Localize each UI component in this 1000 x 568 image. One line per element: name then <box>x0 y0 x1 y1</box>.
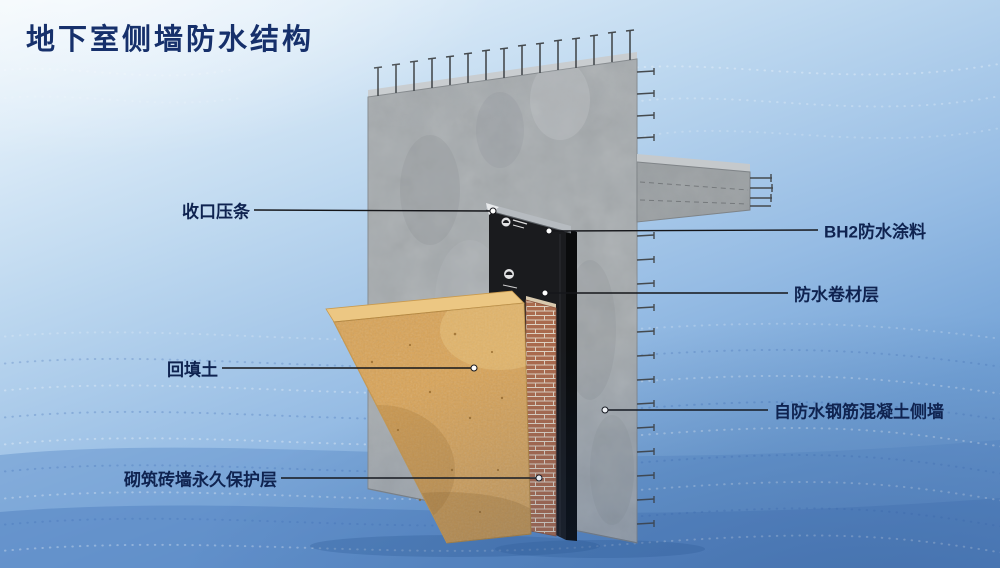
label-bh2-coating: BH2防水涂料 <box>824 222 927 242</box>
label-membrane-layer: 防水卷材层 <box>794 285 879 305</box>
label-concrete-wall: 自防水钢筋混凝土侧墙 <box>774 402 944 422</box>
label-backfill-soil: 回填土 <box>167 360 218 380</box>
top-slab <box>636 154 751 223</box>
brick-protection-layer <box>525 296 557 537</box>
label-closure-strip: 收口压条 <box>182 202 250 222</box>
page-title: 地下室侧墙防水结构 <box>26 24 315 56</box>
label-brick-protection: 砌筑砖墙永久保护层 <box>124 470 277 490</box>
